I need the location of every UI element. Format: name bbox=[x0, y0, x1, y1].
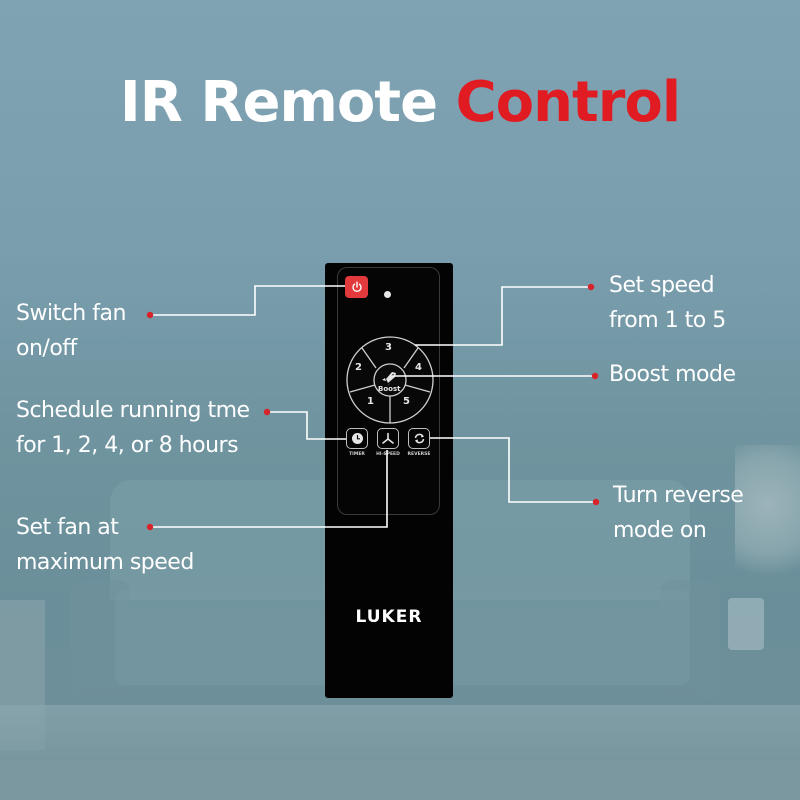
callout-power-line2: on/off bbox=[16, 336, 77, 361]
speed-button-1[interactable]: 1 bbox=[367, 396, 374, 407]
callout-reverse: Turn reverse mode on bbox=[613, 478, 744, 548]
callout-reverse-line1: Turn reverse bbox=[613, 483, 744, 508]
power-button[interactable] bbox=[345, 276, 368, 298]
hi-speed-label: HI-SPEED bbox=[376, 452, 400, 457]
fan-icon bbox=[382, 432, 394, 444]
boost-button[interactable]: Boost bbox=[378, 385, 401, 393]
callout-hi-speed: Set fan at maximum speed bbox=[16, 510, 194, 580]
reverse-button[interactable] bbox=[408, 428, 430, 449]
hi-speed-button[interactable] bbox=[377, 428, 399, 449]
title-accent: Control bbox=[455, 70, 681, 135]
clock-icon bbox=[351, 433, 363, 444]
callout-timer: Schedule running tme for 1, 2, 4, or 8 h… bbox=[16, 393, 250, 463]
background-lamp bbox=[728, 598, 764, 650]
callout-timer-line2: for 1, 2, 4, or 8 hours bbox=[16, 433, 239, 458]
callout-speed: Set speed from 1 to 5 bbox=[609, 268, 726, 338]
timer-button[interactable] bbox=[346, 428, 368, 449]
callout-boost: Boost mode bbox=[609, 357, 736, 392]
brand-logo: LUKER bbox=[355, 607, 423, 627]
callout-speed-line2: from 1 to 5 bbox=[609, 308, 726, 333]
callout-speed-line1: Set speed bbox=[609, 273, 715, 298]
page-title: IR Remote Control bbox=[0, 70, 800, 135]
speed-button-2[interactable]: 2 bbox=[355, 362, 362, 373]
callout-reverse-line2: mode on bbox=[613, 518, 707, 543]
speed-dial-ring bbox=[346, 336, 434, 424]
speed-button-3[interactable]: 3 bbox=[385, 342, 392, 353]
speed-button-4[interactable]: 4 bbox=[415, 362, 422, 373]
speed-dial: 3 2 4 1 5 Boost bbox=[345, 335, 435, 425]
reverse-arrows-icon bbox=[414, 433, 424, 444]
callout-hi-speed-line2: maximum speed bbox=[16, 550, 194, 575]
callout-power: Switch fan on/off bbox=[16, 296, 126, 366]
background-floor bbox=[0, 760, 800, 800]
callout-power-line1: Switch fan bbox=[16, 301, 126, 326]
indicator-led bbox=[384, 291, 391, 298]
power-icon bbox=[351, 281, 362, 293]
callout-hi-speed-line1: Set fan at bbox=[16, 515, 119, 540]
speed-button-5[interactable]: 5 bbox=[403, 396, 410, 407]
background-rug bbox=[0, 705, 800, 760]
title-main: IR Remote bbox=[119, 70, 438, 135]
reverse-label: REVERSE bbox=[407, 452, 431, 457]
callout-timer-line1: Schedule running tme bbox=[16, 398, 250, 423]
background-plant bbox=[735, 445, 800, 595]
callout-boost-line1: Boost mode bbox=[609, 362, 736, 387]
